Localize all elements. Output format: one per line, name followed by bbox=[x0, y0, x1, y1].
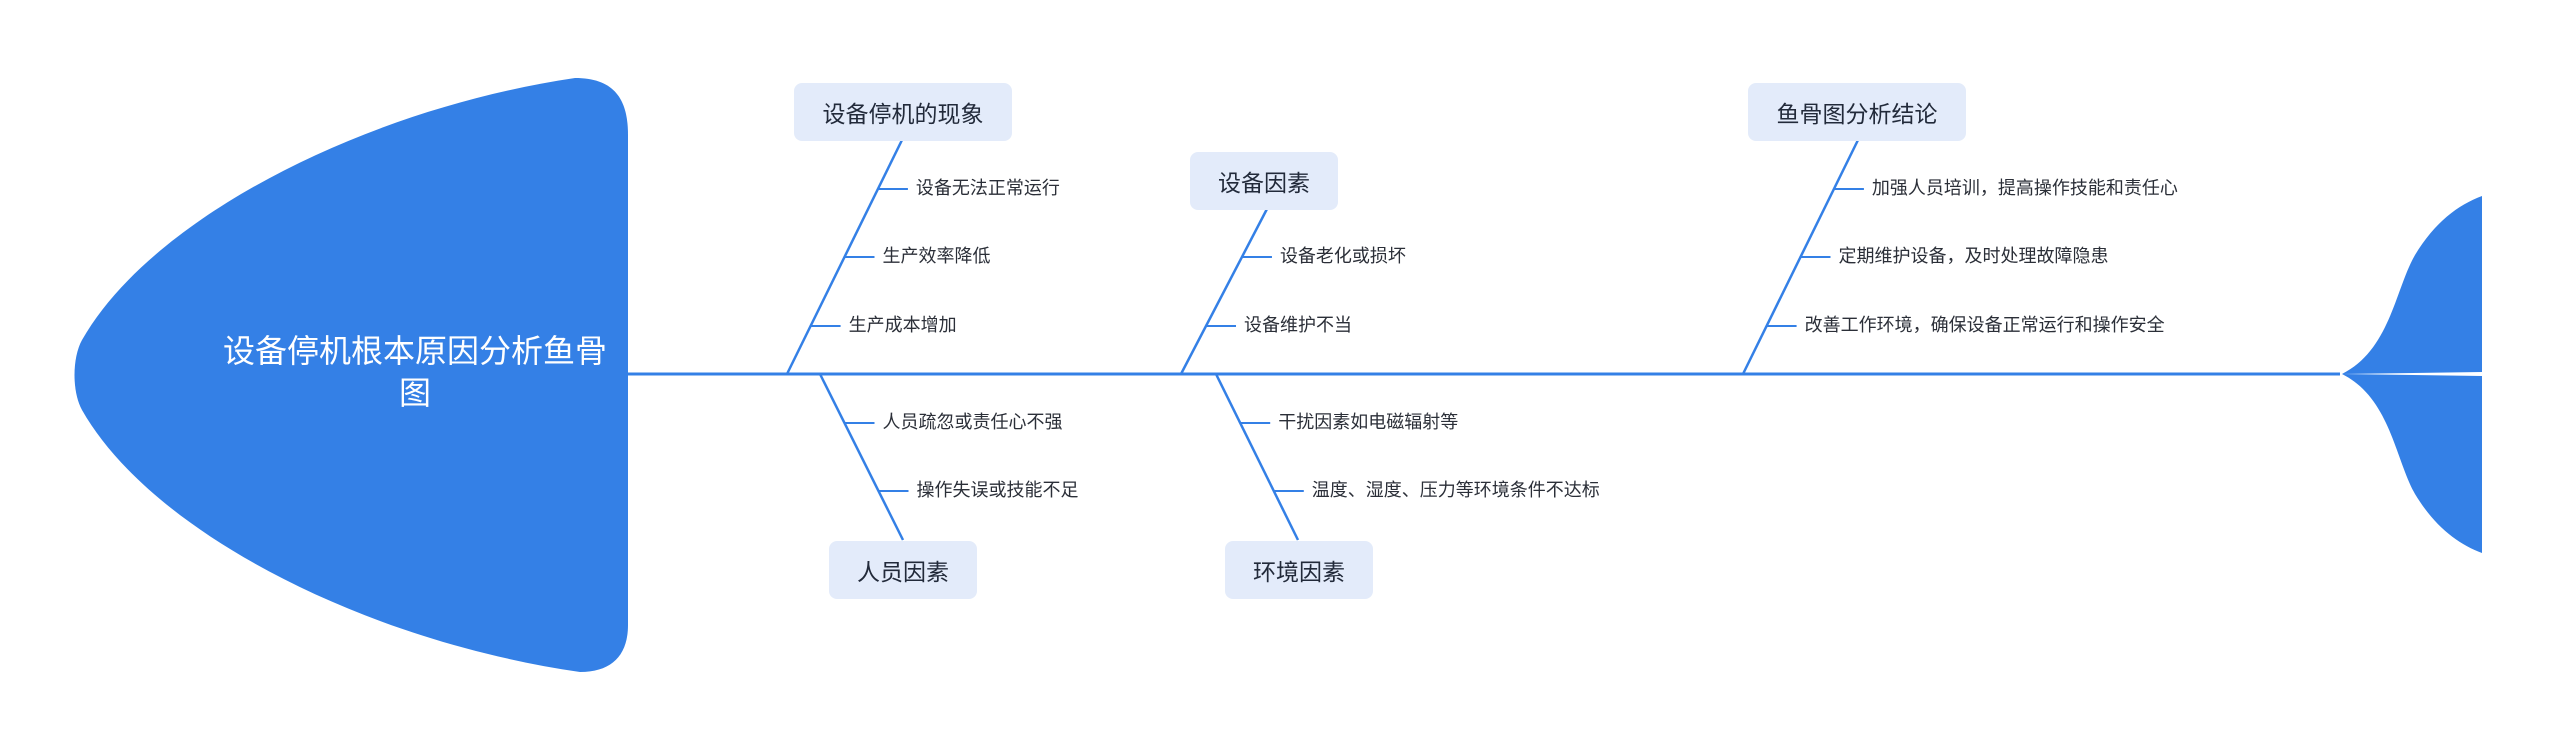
fish-tail bbox=[2342, 196, 2482, 374]
fish-tail-lower bbox=[2342, 374, 2482, 553]
sub-item-phenomenon-1[interactable]: 生产效率降低 bbox=[882, 246, 991, 267]
sub-item-equipment-0[interactable]: 设备老化或损坏 bbox=[1279, 246, 1406, 267]
category-box-conclusion[interactable]: 鱼骨图分析结论 bbox=[1748, 83, 1966, 141]
bone-environment bbox=[1214, 373, 1300, 541]
sub-item-conclusion-1[interactable]: 定期维护设备，及时处理故障隐患 bbox=[1838, 246, 2109, 267]
sub-item-environment-1[interactable]: 温度、湿度、压力等环境条件不达标 bbox=[1311, 480, 1600, 501]
sub-item-phenomenon-2[interactable]: 生产成本增加 bbox=[848, 315, 957, 336]
category-box-people[interactable]: 人员因素 bbox=[829, 541, 977, 599]
category-box-equipment[interactable]: 设备因素 bbox=[1190, 152, 1338, 210]
category-box-phenomenon[interactable]: 设备停机的现象 bbox=[794, 83, 1012, 141]
sub-item-conclusion-0[interactable]: 加强人员培训，提高操作技能和责任心 bbox=[1871, 178, 2178, 199]
fish-bones bbox=[785, 139, 1864, 541]
sub-item-people-1[interactable]: 操作失误或技能不足 bbox=[916, 480, 1079, 501]
sub-item-phenomenon-0[interactable]: 设备无法正常运行 bbox=[915, 178, 1060, 199]
category-box-environment[interactable]: 环境因素 bbox=[1225, 541, 1373, 599]
sub-item-environment-0[interactable]: 干扰因素如电磁辐射等 bbox=[1278, 412, 1459, 433]
sub-item-conclusion-2[interactable]: 改善工作环境，确保设备正常运行和操作安全 bbox=[1804, 315, 2165, 336]
fish-head bbox=[74, 78, 628, 672]
bone-equipment bbox=[1179, 206, 1270, 375]
sub-item-people-0[interactable]: 人员疏忽或责任心不强 bbox=[882, 412, 1063, 433]
sub-item-equipment-1[interactable]: 设备维护不当 bbox=[1244, 315, 1352, 336]
diagram-title: 设备停机根本原因分析鱼骨图 bbox=[222, 332, 607, 412]
bone-people bbox=[818, 373, 905, 541]
